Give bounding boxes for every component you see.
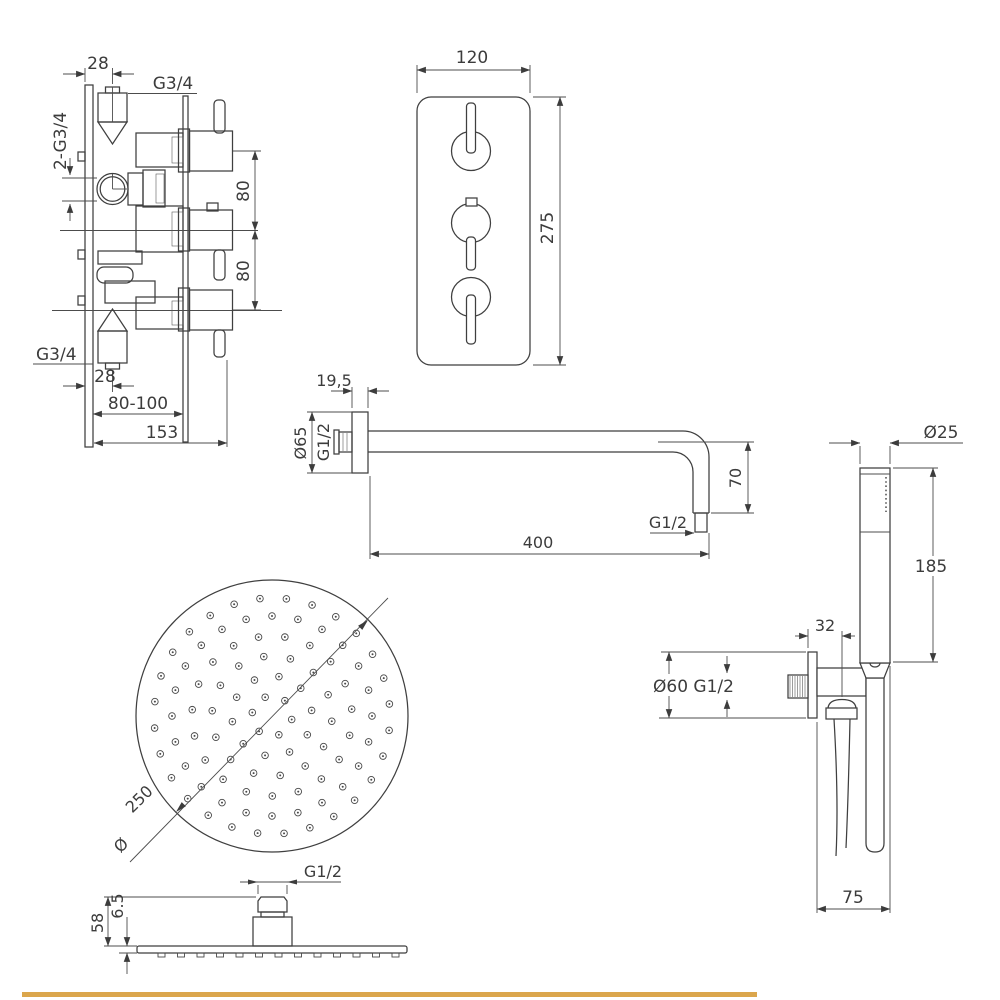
handset-dimensions: Ø25 185 32 Ø60 G1/2 75 xyxy=(651,423,963,913)
dim-arm-flange-dia: Ø65 xyxy=(291,427,310,460)
shower-arm-side-view: 19,5 Ø65 G1/2 70 G1/2 400 xyxy=(291,371,754,559)
bracket-thread-stub xyxy=(787,674,809,699)
handset-lower-grip xyxy=(865,677,885,853)
arm-outlet-nipple xyxy=(694,512,708,533)
dim-arm-drop: 70 xyxy=(726,468,745,488)
arm-tube-inner xyxy=(368,451,694,513)
dim-head-dia-value: 250 xyxy=(122,782,157,817)
arm-dimensions: 19,5 Ø65 G1/2 70 G1/2 400 xyxy=(291,371,754,559)
bracket-body xyxy=(816,667,867,697)
dim-arm-outlet-thread: G1/2 xyxy=(649,513,687,532)
hose-nut xyxy=(825,707,858,720)
head-disc xyxy=(136,945,408,954)
hose-line-left xyxy=(833,718,838,857)
dim-head-dia-symbol: Ø xyxy=(110,834,132,856)
dim-bracket-depth: 75 xyxy=(842,888,864,908)
trim-plate-side xyxy=(182,95,189,443)
trim-plate xyxy=(416,96,531,366)
shower-head-top-view: 250 Ø xyxy=(110,579,409,863)
head-thread-nipple xyxy=(257,896,288,913)
dim-trim-height: 275 xyxy=(538,212,558,244)
hose-line-right xyxy=(845,718,851,849)
handset-waist xyxy=(859,662,891,679)
dim-arm-flange-depth: 19,5 xyxy=(316,371,352,390)
dim-thread-bottom: G3/4 xyxy=(36,345,77,365)
head-nozzle-stubs xyxy=(157,952,400,958)
arm-wall-thread xyxy=(338,431,353,453)
hand-shower-with-bracket: Ø25 185 32 Ø60 G1/2 75 xyxy=(651,423,963,913)
dim-arm-length: 400 xyxy=(523,533,554,552)
wall-plate xyxy=(84,84,94,448)
dim-pitch-upper: 80 xyxy=(234,180,254,202)
shower-head-side-view: G1/2 58 6.5 xyxy=(88,862,408,974)
dim-bracket-offset: 32 xyxy=(815,616,835,635)
dim-trim-width: 120 xyxy=(456,48,488,68)
dim-handset-length: 185 xyxy=(915,557,947,577)
dim-depth-total: 153 xyxy=(146,423,178,443)
dim-bracket-label: Ø60 G1/2 xyxy=(653,677,734,697)
handset-wand xyxy=(859,467,891,664)
knob-side-middle xyxy=(188,209,234,251)
dim-arm-wall-thread: G1/2 xyxy=(314,423,333,461)
head-face xyxy=(135,579,409,853)
head-side-dimensions: G1/2 58 6.5 xyxy=(88,862,342,974)
dim-offset-top: 28 xyxy=(87,54,109,74)
bracket-wall-plate xyxy=(807,651,818,719)
knob-side-top xyxy=(188,130,234,172)
arm-tube-outer xyxy=(368,430,710,513)
dim-head-thread: G1/2 xyxy=(304,862,342,881)
arm-escutcheon xyxy=(351,411,369,474)
dim-handset-dia: Ø25 xyxy=(923,423,958,443)
head-nozzles xyxy=(150,594,394,838)
hose-cone xyxy=(827,698,857,709)
valve-rough-in-side-view: 28 G3/4 2-G3/4 80 80 G3/4 28 80-100 xyxy=(33,54,282,448)
dim-pitch-lower: 80 xyxy=(234,260,254,282)
dim-thread-top: G3/4 xyxy=(153,74,194,94)
dim-head-height: 58 xyxy=(88,913,107,933)
valve-trim-front-view: 120 275 xyxy=(416,48,566,366)
trim-dimensions: 120 275 xyxy=(416,48,566,366)
bottom-port-fitting xyxy=(97,330,128,364)
dim-side-threads: 2-G3/4 xyxy=(51,112,71,170)
dim-head-thickness: 6.5 xyxy=(108,893,127,918)
valve-dimensions: 28 G3/4 2-G3/4 80 80 G3/4 28 80-100 xyxy=(33,54,261,447)
head-connector-base xyxy=(252,916,293,947)
knob-side-bottom xyxy=(188,289,234,331)
dim-depth-range: 80-100 xyxy=(108,394,168,414)
accent-bar xyxy=(22,992,757,997)
dim-offset-bottom: 28 xyxy=(94,367,116,387)
